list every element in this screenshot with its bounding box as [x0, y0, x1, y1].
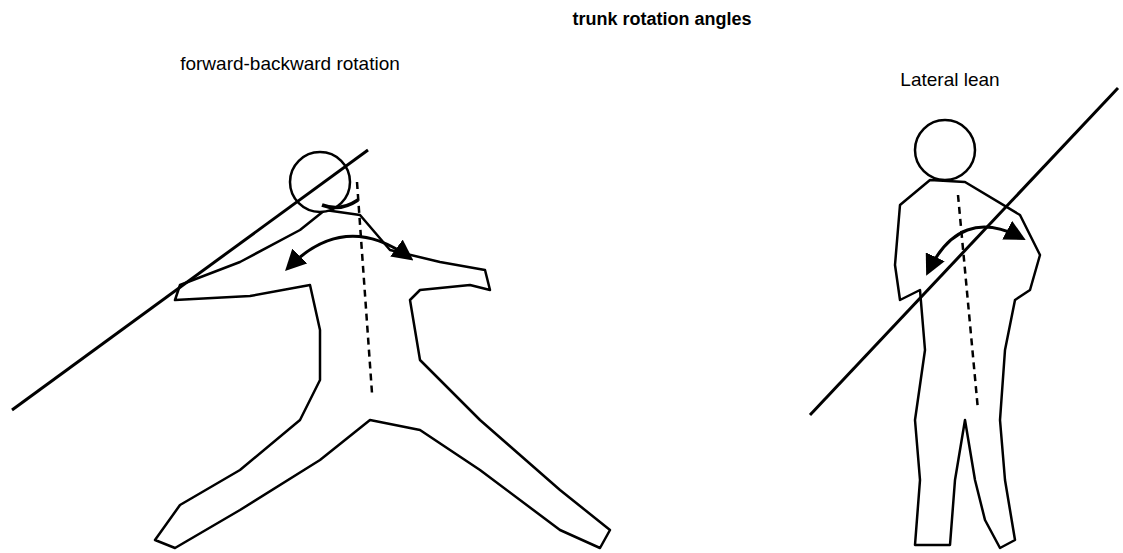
rotation-arrow: [288, 236, 410, 268]
thrower-back-view: [895, 120, 1040, 548]
lean-arrow: [928, 227, 1022, 272]
diagram-title: trunk rotation angles: [572, 9, 751, 30]
thrower-side-view: [155, 152, 610, 548]
javelin: [12, 150, 368, 410]
javelin: [810, 88, 1118, 415]
view-label: forward-backward rotation: [180, 53, 400, 75]
view-label: Lateral lean: [900, 69, 999, 91]
trunk-axis: [357, 182, 372, 393]
